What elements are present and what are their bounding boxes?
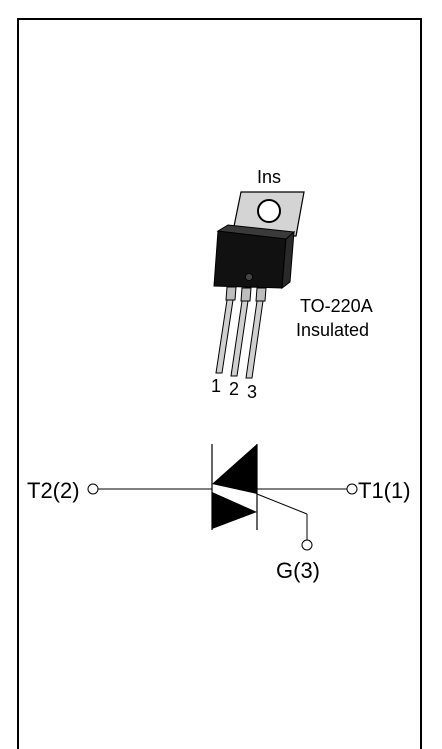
pin-number-3: 3 bbox=[247, 382, 257, 402]
terminal-t1-label: T1(1) bbox=[358, 478, 411, 503]
pin-3 bbox=[245, 300, 264, 379]
tab-label: Ins bbox=[257, 167, 281, 187]
terminal-t2-node bbox=[87, 483, 99, 495]
package-name-line1: TO-220A bbox=[300, 296, 373, 316]
triac-symbol bbox=[87, 444, 358, 551]
terminal-t2-label: T2(2) bbox=[27, 478, 80, 503]
pin-1 bbox=[215, 299, 234, 374]
terminal-gate-label: G(3) bbox=[276, 558, 320, 583]
diagram-frame bbox=[17, 18, 422, 749]
terminal-t1-node bbox=[346, 483, 358, 495]
package-name-line2: Insulated bbox=[296, 320, 369, 340]
pin-number-2: 2 bbox=[229, 379, 239, 399]
triangle-lower bbox=[212, 492, 257, 529]
terminal-gate-node bbox=[301, 539, 313, 551]
body-dot bbox=[245, 273, 253, 281]
to220-package bbox=[213, 191, 305, 379]
pin-2 bbox=[230, 300, 249, 377]
gate-lead-diagonal bbox=[256, 493, 308, 515]
pin-number-1: 1 bbox=[211, 376, 221, 396]
triangle-upper bbox=[212, 444, 257, 494]
mounting-hole bbox=[257, 199, 281, 223]
